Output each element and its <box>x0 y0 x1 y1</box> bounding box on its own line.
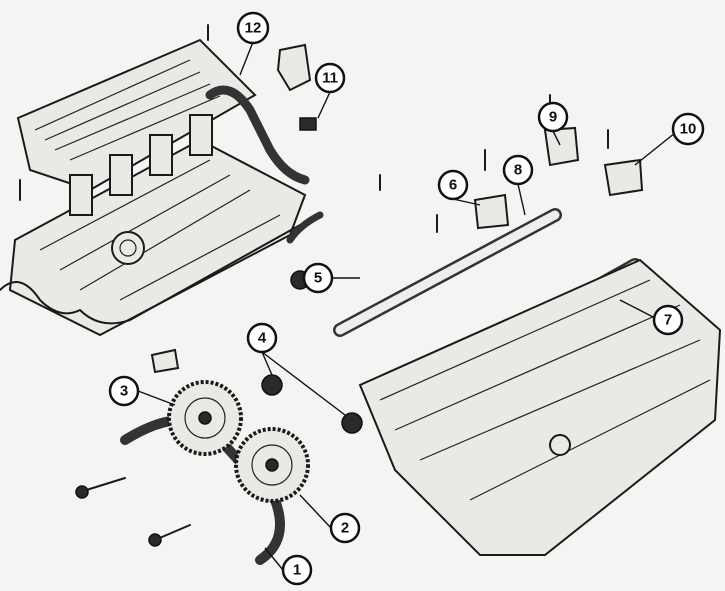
svg-text:3: 3 <box>120 383 128 400</box>
callout-4: 4 <box>246 322 278 354</box>
callout-10: 10 <box>671 112 705 146</box>
cylinder-head <box>358 258 722 556</box>
camshaft-intake <box>333 208 562 337</box>
svg-text:9: 9 <box>549 109 557 126</box>
seal-lower <box>341 412 363 434</box>
seal-upper <box>261 374 283 396</box>
ignition-coils <box>69 114 213 216</box>
svg-text:7: 7 <box>664 312 672 329</box>
svg-text:12: 12 <box>245 20 262 37</box>
svg-text:2: 2 <box>341 520 349 537</box>
breather-hose <box>205 85 310 185</box>
svg-text:5: 5 <box>314 270 322 287</box>
svg-text:11: 11 <box>322 70 338 87</box>
callout-3: 3 <box>108 375 140 407</box>
camshaft-pulley-upper <box>167 380 243 456</box>
bracket <box>276 43 312 92</box>
callout-7: 7 <box>652 304 684 336</box>
svg-text:4: 4 <box>258 330 267 347</box>
callout-2: 2 <box>329 512 361 544</box>
svg-text:1: 1 <box>293 562 301 579</box>
callout-8: 8 <box>502 154 534 186</box>
camshaft-pulley-lower <box>234 427 310 503</box>
callout-6: 6 <box>437 169 469 201</box>
callout-12: 12 <box>236 11 270 45</box>
callout-9: 9 <box>537 101 569 133</box>
callout-1: 1 <box>281 554 313 586</box>
svg-text:8: 8 <box>514 162 522 179</box>
svg-text:6: 6 <box>449 177 457 194</box>
callout-11: 11 <box>314 62 346 94</box>
svg-text:10: 10 <box>680 121 697 138</box>
plug <box>299 117 317 131</box>
callout-5: 5 <box>302 262 334 294</box>
